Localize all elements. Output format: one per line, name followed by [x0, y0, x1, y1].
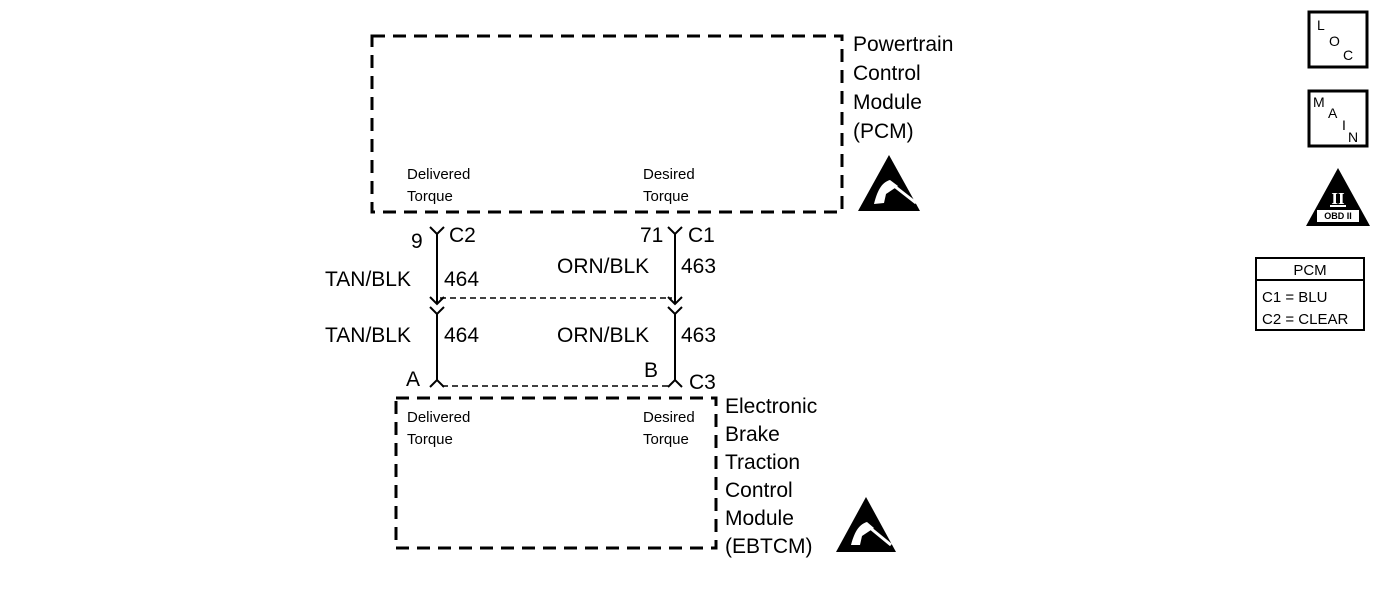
loc-icon-letter-c: C — [1343, 47, 1353, 63]
connector-table-title: PCM — [1293, 262, 1326, 279]
connector-c3-label: C3 — [689, 371, 716, 394]
esd-warning-icon — [858, 155, 920, 211]
ebtcm-name-line-3: Traction — [725, 451, 800, 474]
wire-color-upper-left: TAN/BLK — [325, 268, 411, 291]
connector-b-mark — [667, 378, 683, 388]
inline-connector-464-male — [429, 296, 445, 306]
ebtcm-name-line-2: Brake — [725, 423, 780, 446]
pin-71-label: 71 — [640, 224, 663, 247]
wire-color-lower-right: ORN/BLK — [557, 324, 649, 347]
wire-circuit-lower-right: 463 — [681, 324, 716, 347]
wire-color-upper-right: ORN/BLK — [557, 255, 649, 278]
ebtcm-pin-left-label-2: Torque — [407, 431, 453, 448]
pin-b-label: B — [644, 359, 658, 382]
loc-icon[interactable]: L O C — [1307, 10, 1369, 69]
ebtcm-pin-left-label-1: Delivered — [407, 409, 470, 426]
pcm-name-line-1: Powertrain — [853, 33, 953, 56]
wire-color-lower-left: TAN/BLK — [325, 324, 411, 347]
obd-icon-numeral: II — [1331, 189, 1345, 208]
wire-circuit-upper-left: 464 — [444, 268, 479, 291]
main-icon[interactable]: M A I N — [1307, 89, 1369, 148]
pcm-name-line-4: (PCM) — [853, 120, 914, 143]
obd-ii-icon[interactable]: II OBD II — [1306, 168, 1370, 226]
main-icon-letter-m: M — [1313, 94, 1325, 110]
main-icon-letter-i: I — [1342, 117, 1346, 133]
connector-table-row-c1: C1 = BLU — [1262, 289, 1327, 306]
pcm-module-box — [370, 34, 844, 214]
ebtcm-name-line-1: Electronic — [725, 395, 817, 418]
wire-circuit-lower-left: 464 — [444, 324, 479, 347]
connector-table-row-c2: C2 = CLEAR — [1262, 311, 1348, 328]
obd-icon-label: OBD II — [1324, 211, 1352, 221]
pin-9-label: 9 — [411, 230, 423, 253]
connector-a-mark — [429, 378, 445, 388]
connector-c1-label: C1 — [688, 224, 715, 247]
pin-a-label: A — [406, 368, 420, 391]
pcm-connector-table: PCM C1 = BLU C2 = CLEAR — [1255, 257, 1365, 331]
wire-circuit-upper-right: 463 — [681, 255, 716, 278]
ebtcm-name-line-6: (EBTCM) — [725, 535, 813, 558]
main-icon-letter-a: A — [1328, 105, 1338, 121]
inline-connector-464-female — [429, 306, 445, 316]
connector-c2-label: C2 — [449, 224, 476, 247]
loc-icon-letter-o: O — [1329, 33, 1340, 49]
ebtcm-pin-right-label-2: Torque — [643, 431, 689, 448]
main-icon-letter-n: N — [1348, 129, 1358, 145]
ebtcm-module-box — [394, 396, 718, 550]
inline-connector-463-male — [667, 296, 683, 306]
pcm-pin-right-label-1: Desired — [643, 166, 695, 183]
loc-icon-letter-l: L — [1317, 17, 1325, 33]
ebtcm-name-line-5: Module — [725, 507, 794, 530]
pcm-name-line-3: Module — [853, 91, 922, 114]
pcm-pin-left-label-2: Torque — [407, 188, 453, 205]
ebtcm-name-line-4: Control — [725, 479, 793, 502]
pcm-pin-left-label-1: Delivered — [407, 166, 470, 183]
inline-connector-463-female — [667, 306, 683, 316]
esd-warning-icon — [836, 497, 896, 552]
pcm-pin-right-label-2: Torque — [643, 188, 689, 205]
pcm-name-line-2: Control — [853, 62, 921, 85]
ebtcm-pin-right-label-1: Desired — [643, 409, 695, 426]
